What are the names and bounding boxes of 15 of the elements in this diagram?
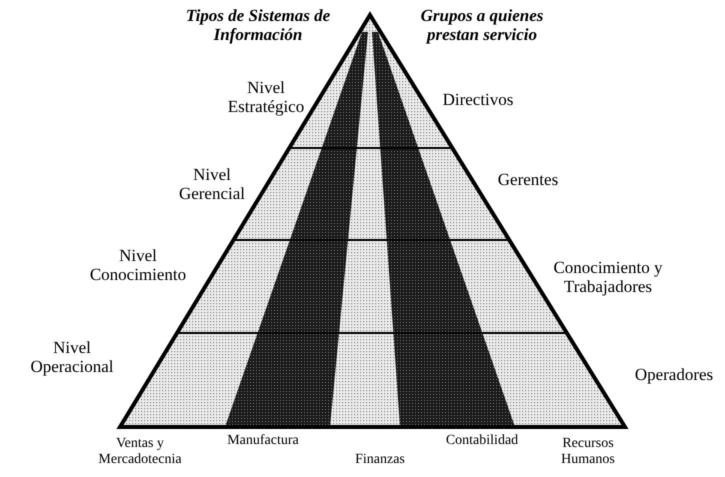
area-label: Finanzas <box>354 452 406 468</box>
group-label: Gerentes <box>496 170 560 189</box>
group-label: Conocimiento y Trabajadores <box>552 258 664 296</box>
column-heading: Tipos de Sistemas de Información <box>184 6 332 44</box>
area-label: Contabilidad <box>444 433 520 449</box>
area-label: Ventas y Mercadotecnia <box>97 436 183 468</box>
group-label: Operadores <box>634 365 714 384</box>
level-label: Nivel Operacional <box>29 338 115 376</box>
group-label: Directivos <box>442 90 514 109</box>
column-heading: Grupos a quienes prestan servicio <box>420 6 544 44</box>
level-label: Nivel Conocimiento <box>88 246 188 284</box>
level-label: Nivel Estratégico <box>226 78 306 116</box>
area-label: Manufactura <box>226 433 300 449</box>
level-label: Nivel Gerencial <box>178 165 246 203</box>
area-label: Recursos Humanos <box>560 436 616 468</box>
